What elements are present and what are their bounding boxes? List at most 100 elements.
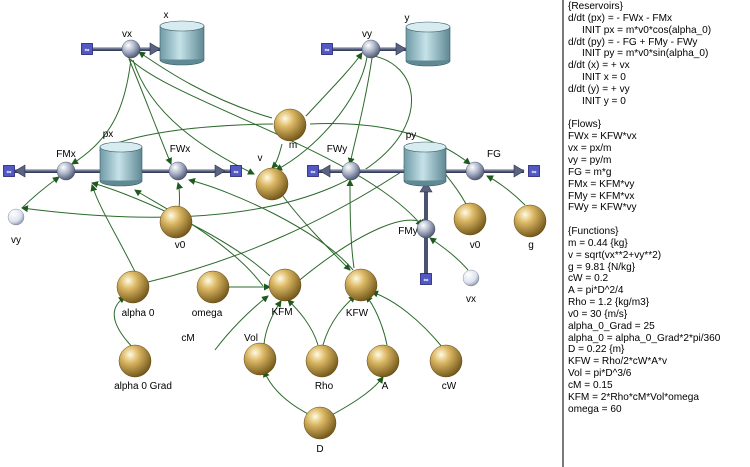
connector-arrow[interactable] <box>346 179 355 269</box>
connector-arrow[interactable] <box>132 59 255 175</box>
equation-line: KFW = Rho/2*cW*A*v <box>568 356 668 368</box>
connector-arrow[interactable] <box>134 189 264 287</box>
flow-valve-vy_flow[interactable] <box>361 39 381 59</box>
flow-valve-fmx[interactable] <box>56 161 76 181</box>
connector-arrow[interactable] <box>271 143 283 169</box>
cloud-icon[interactable]: ∞ <box>3 165 15 177</box>
function-a[interactable] <box>366 344 400 378</box>
function-alpha0grad[interactable] <box>118 344 152 378</box>
function-g[interactable] <box>513 204 547 238</box>
flow-arrowhead <box>395 42 407 56</box>
connector-arrow[interactable] <box>21 55 412 218</box>
flow-valve-fg[interactable] <box>465 161 485 181</box>
connector-arrow[interactable] <box>486 175 526 206</box>
equation-line: INIT y = 0 <box>568 95 626 107</box>
reservoir-label: x <box>164 10 169 21</box>
ghost-vy[interactable] <box>7 208 25 226</box>
cloud-icon[interactable]: ∞ <box>81 43 93 55</box>
flow-label: FWy <box>327 144 347 155</box>
connector-arrow[interactable] <box>309 123 471 165</box>
connector-arrow[interactable] <box>329 376 384 417</box>
panel-divider[interactable] <box>562 0 564 467</box>
function-v0_right[interactable] <box>453 202 487 236</box>
function-cw[interactable] <box>429 344 463 378</box>
flow-label: FMy <box>398 226 417 237</box>
reservoir-y[interactable] <box>405 21 451 67</box>
flow-valve-fmy[interactable] <box>416 219 436 239</box>
svg-text:∞: ∞ <box>85 47 90 54</box>
cloud-icon[interactable]: ∞ <box>420 273 432 285</box>
equation-line: d/dt (py) = - FG + FMy - FWy <box>568 36 698 48</box>
connector-arrow[interactable] <box>287 299 319 346</box>
connector-arrow[interactable] <box>21 176 60 209</box>
ghost-vx[interactable] <box>462 269 480 287</box>
equation-line: omega = 60 <box>568 403 622 415</box>
flow-pipe-layer <box>14 42 525 275</box>
connector-arrow[interactable] <box>263 370 313 417</box>
equation-line: KFM = 2*Rho*cM*Vol*omega <box>568 391 700 403</box>
reservoir-px[interactable] <box>99 141 143 187</box>
flow-label: FMx <box>56 149 75 160</box>
svg-text:∞: ∞ <box>7 169 12 176</box>
connector-arrow[interactable] <box>128 58 172 165</box>
equation-line: d/dt (px) = - FWx - FMx <box>568 12 673 24</box>
flow-label: vy <box>362 29 372 40</box>
svg-text:∞: ∞ <box>311 169 316 176</box>
connector-arrow[interactable] <box>90 184 142 285</box>
connector-arrow[interactable] <box>147 165 411 283</box>
connector-arrow[interactable] <box>71 58 132 165</box>
equation-line: d/dt (y) = + vy <box>568 83 630 95</box>
equation-line: cW = 0.2 <box>568 273 609 285</box>
function-rho[interactable] <box>305 344 339 378</box>
ghost-label: vy <box>11 235 21 246</box>
function-d[interactable] <box>303 406 337 440</box>
connector-arrow[interactable] <box>365 295 388 346</box>
connector-arrow[interactable] <box>322 295 356 346</box>
cloud-icon[interactable]: ∞ <box>528 165 540 177</box>
reservoir-x[interactable] <box>159 20 205 66</box>
connector-arrow[interactable] <box>371 290 444 349</box>
connector-arrow[interactable] <box>138 51 273 119</box>
connector-arrow[interactable] <box>263 300 282 345</box>
connector-layer <box>21 51 526 417</box>
connector-arrow[interactable] <box>347 57 373 165</box>
flow-valve-fwx[interactable] <box>168 161 188 181</box>
function-alpha0[interactable] <box>116 270 150 304</box>
function-vol[interactable] <box>243 342 277 376</box>
flow-arrowhead <box>149 42 161 56</box>
connector-arrow[interactable] <box>125 54 423 227</box>
connector-arrow[interactable] <box>188 178 354 271</box>
function-label: A <box>382 381 389 392</box>
equation-line: FWx = KFW*vx <box>568 131 637 143</box>
function-omega[interactable] <box>196 270 230 304</box>
equation-line: Rho = 1.2 {kg/m3} <box>568 297 650 309</box>
svg-text:∞: ∞ <box>532 169 537 176</box>
connector-arrow[interactable] <box>113 296 138 353</box>
equation-line: cM = 0.15 <box>568 380 613 391</box>
connector-arrow[interactable] <box>214 295 269 351</box>
connector-arrow[interactable] <box>279 191 351 271</box>
function-v[interactable] <box>255 167 289 201</box>
equation-panel: {Reservoirs}d/dt (px) = - FWx - FMx INIT… <box>564 0 750 467</box>
flow-valve-fwy[interactable] <box>341 161 361 181</box>
function-m[interactable] <box>273 108 307 142</box>
reservoir-py[interactable] <box>403 141 447 187</box>
connector-arrow[interactable] <box>429 237 469 271</box>
cloud-icon[interactable]: ∞ <box>321 43 333 55</box>
function-v0_left[interactable] <box>159 205 193 239</box>
flow-valve-vx_flow[interactable] <box>121 39 141 59</box>
function-label: alpha 0 Grad <box>114 381 172 392</box>
function-label: g <box>528 240 534 251</box>
connector-arrow[interactable] <box>295 218 426 284</box>
equation-line: m = 0.44 {kg} <box>568 237 628 249</box>
flow-label: vx <box>122 29 132 40</box>
equation-line <box>568 108 720 120</box>
cloud-icon[interactable]: ∞ <box>307 165 319 177</box>
function-kfm[interactable] <box>268 268 302 302</box>
function-kfw[interactable] <box>344 268 378 302</box>
cloud-icon[interactable]: ∞ <box>230 165 242 177</box>
connector-arrow[interactable] <box>305 52 363 117</box>
connector-arrow[interactable] <box>275 56 368 171</box>
equation-line: FMy = KFM*vx <box>568 190 635 202</box>
